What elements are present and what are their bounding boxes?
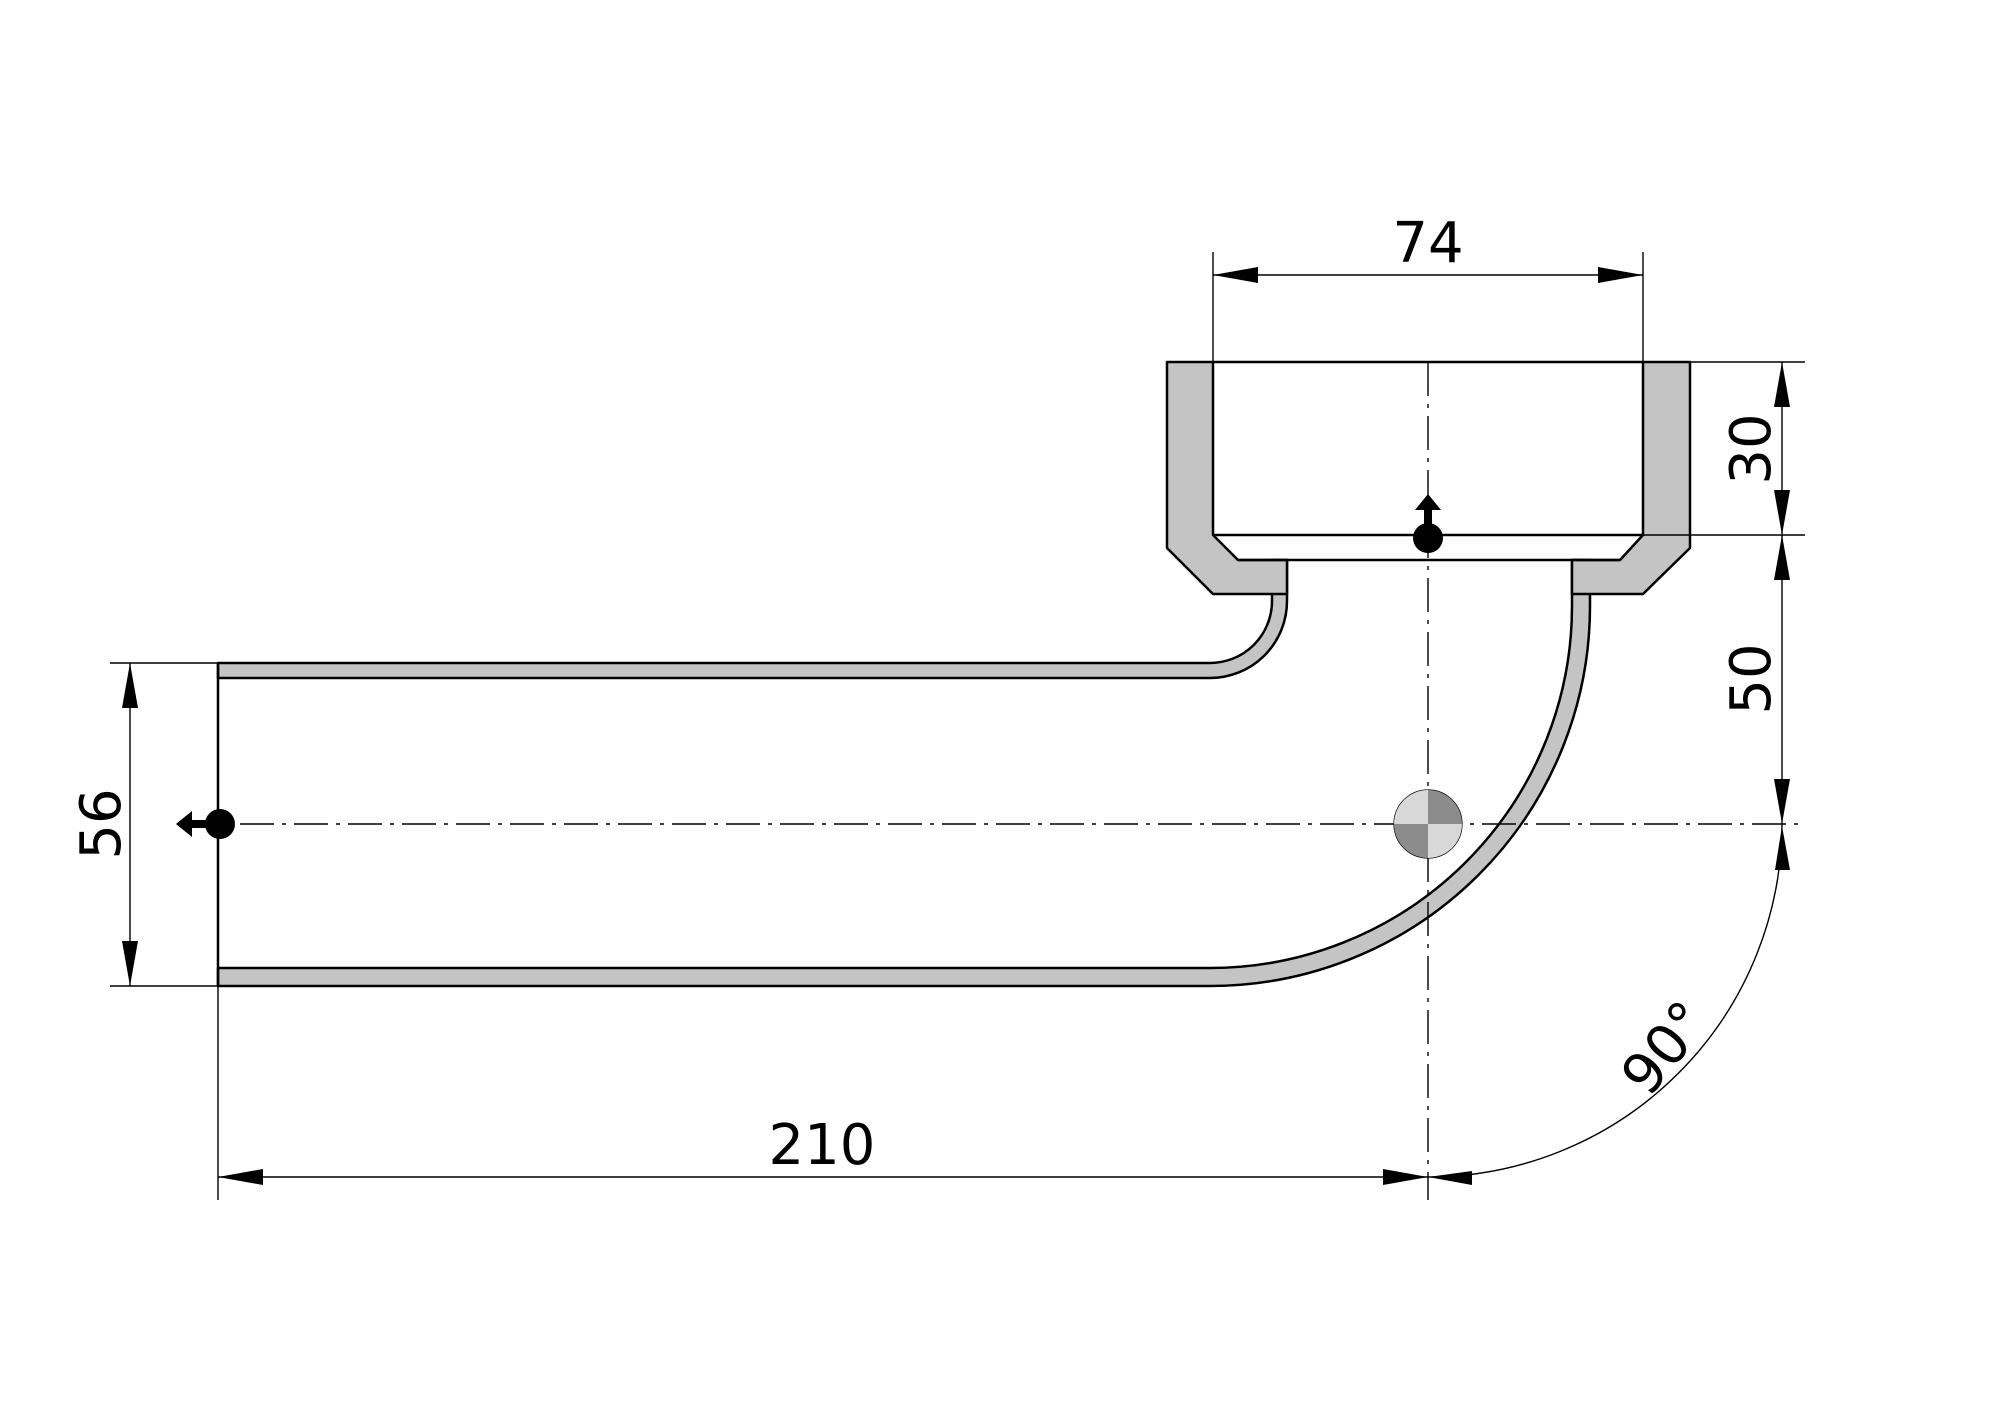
dim-label-90: 90° [1609, 989, 1722, 1107]
dim-right-stack: 30 50 [1643, 361, 1805, 824]
socket-right-wall [1570, 360, 1692, 596]
dim-label-30: 30 [1719, 413, 1784, 484]
dim-socket-width: 74 [1212, 211, 1644, 362]
outlet-marker-icon [1413, 494, 1443, 553]
dim-label-56: 56 [69, 788, 134, 859]
upper-pipe-wall [216, 558, 1289, 680]
dim-pipe-diameter: 56 [69, 662, 218, 987]
dim-bend-angle: 90° [1427, 823, 1790, 1185]
dim-label-50: 50 [1719, 643, 1784, 714]
pipe-body [216, 558, 1592, 988]
inlet-marker-icon [176, 809, 235, 839]
socket [1165, 360, 1692, 596]
dim-label-210: 210 [769, 1113, 876, 1178]
dim-label-74: 74 [1392, 211, 1463, 276]
lower-pipe-wall [216, 558, 1592, 988]
center-mark-icon [1393, 789, 1463, 859]
dim-overall-length: 210 [217, 986, 1428, 1200]
